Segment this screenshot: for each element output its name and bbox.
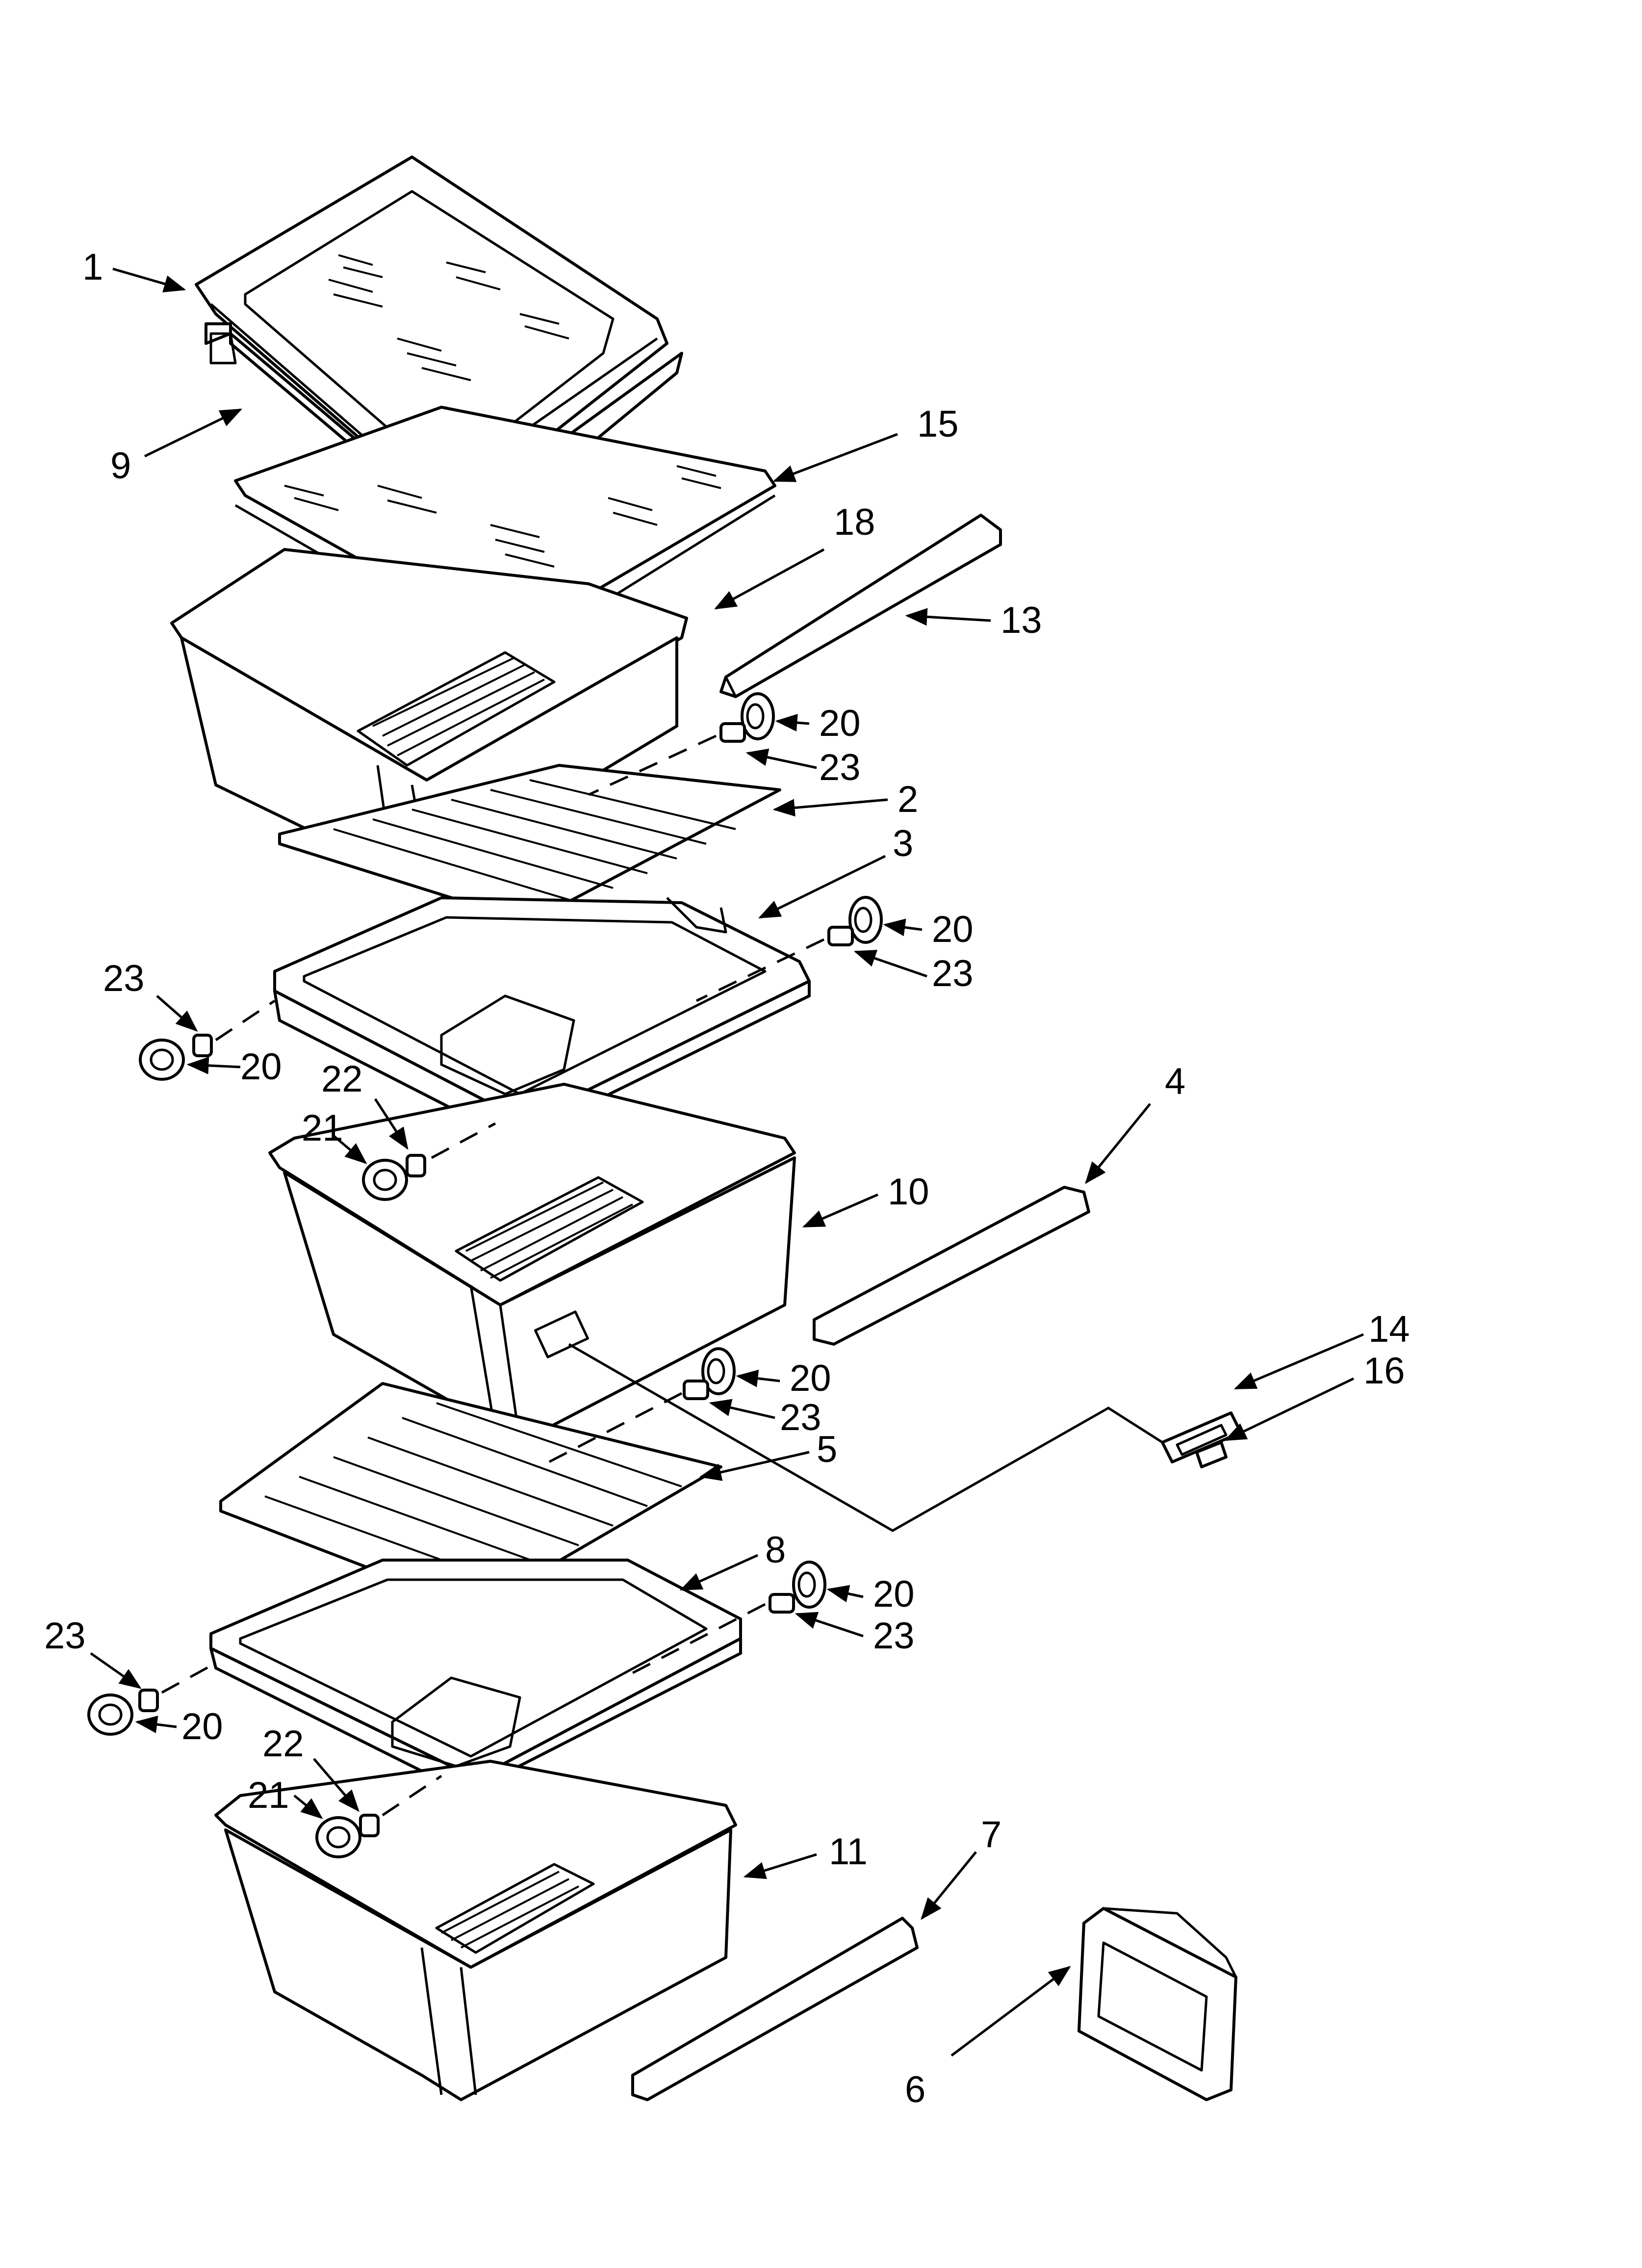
part-10-grille [465,1181,633,1279]
part-15-glass-hatch [284,465,721,568]
callout-23a: 23 [819,747,861,788]
part-18-grille [372,656,545,756]
callout-2: 2 [898,779,918,820]
callout-20a: 20 [819,703,861,744]
wheel-20a [741,692,775,740]
part-6-light-cover [1078,1907,1237,2101]
callout-labels: 1 9 15 18 13 20 23 2 3 20 23 23 20 22 21… [44,246,1410,2111]
bolt-23a [719,722,746,743]
callout-5: 5 [817,1429,837,1470]
part-1-shelf [195,156,668,507]
part-4-trim-rail [813,1186,1090,1346]
callout-18: 18 [834,501,875,543]
part-15-glass-panel [234,406,776,659]
part-14-16-switch [1161,1411,1242,1468]
callout-4: 4 [1165,1061,1185,1102]
callout-6: 6 [905,2069,925,2111]
callout-22a: 22 [321,1058,363,1100]
part-1-glass-hatch [328,254,569,381]
bolt-23d [683,1380,709,1400]
callout-3: 3 [893,823,913,864]
part-18-crisper-drawer [170,548,688,875]
callout-23f: 23 [44,1615,86,1657]
part-5-glass-cover [219,1382,722,1611]
assembly-lines [161,734,825,1817]
bolt-22b [359,1814,380,1837]
callout-20e: 20 [873,1573,915,1615]
part-2-glass-lines [333,779,736,904]
leader-arrows [90,267,1364,2057]
callout-20f: 20 [181,1706,223,1747]
bolt-23c [192,1034,213,1057]
callout-23c: 23 [103,958,145,999]
callout-23e: 23 [873,1615,915,1657]
part-3-drawer-frame [273,896,811,1140]
wheel-20b [848,896,883,944]
bolt-23e [769,1593,795,1614]
callout-10: 10 [888,1171,929,1213]
part-11-crisper-drawer [214,1760,737,2101]
callout-11: 11 [829,1831,868,1873]
bolt-23b [827,926,854,946]
wheel-20c [139,1039,185,1081]
callout-8: 8 [765,1529,786,1571]
bolt-22a [406,1154,426,1177]
switch-wire [568,1343,1163,1532]
wheel-21a [362,1159,408,1201]
callout-20d: 20 [790,1357,831,1399]
bolt-23f [138,1689,159,1712]
wheel-20f [87,1694,133,1736]
callout-14: 14 [1368,1308,1410,1350]
wheel-20e [792,1561,826,1609]
part-11-grille [441,1871,579,1949]
callout-16: 16 [1363,1350,1405,1392]
callout-23d: 23 [780,1397,821,1438]
part-2-glass-cover [278,764,781,924]
wheel-20d [701,1347,736,1395]
part-7-trim-rail [631,1917,919,2101]
part-9-frame [205,322,683,536]
part-13-trim-rail [719,514,1002,698]
hardware [87,692,883,1858]
callout-21b: 21 [248,1774,289,1816]
callout-23b: 23 [932,953,974,994]
callout-7: 7 [981,1814,1001,1855]
callout-20b: 20 [932,909,974,950]
part-5-glass-lines [264,1402,682,1586]
callout-21a: 21 [302,1107,343,1149]
callout-13: 13 [1001,600,1042,641]
callout-20c: 20 [240,1046,282,1088]
wheel-21b [315,1816,361,1858]
callout-9: 9 [110,445,131,487]
callout-22b: 22 [262,1723,304,1765]
callout-15: 15 [917,403,959,445]
callout-1: 1 [82,246,103,288]
